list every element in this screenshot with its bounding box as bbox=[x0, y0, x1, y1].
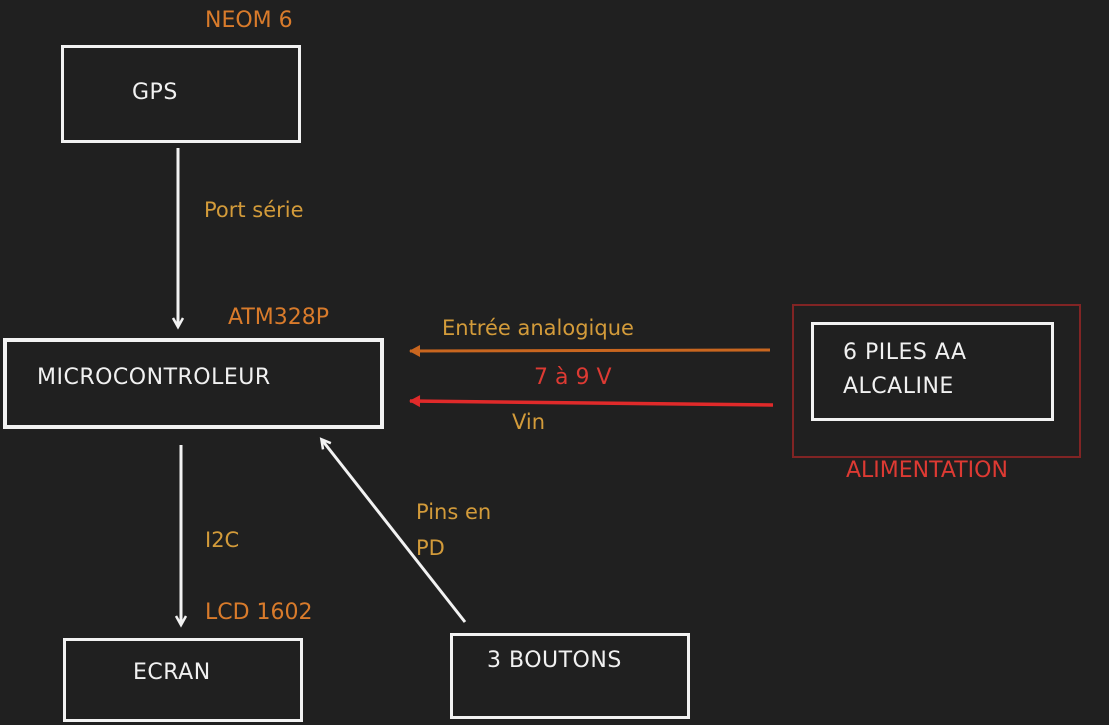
screen-box bbox=[63, 638, 303, 722]
buttons-label: 3 BOUTONS bbox=[487, 648, 622, 673]
buttons-link-label-line2: PD bbox=[416, 536, 445, 560]
buttons-box bbox=[450, 633, 690, 719]
vin-label: Vin bbox=[512, 410, 546, 434]
battery-label-line2: ALCALINE bbox=[843, 374, 954, 399]
arrow-buttons-to-mcu bbox=[319, 437, 467, 623]
screen-label: ECRAN bbox=[133, 660, 211, 685]
gps-label: GPS bbox=[132, 80, 178, 105]
battery-box bbox=[811, 322, 1054, 421]
mcu-chip-label: ATM328P bbox=[228, 305, 330, 330]
power-group-label: ALIMENTATION bbox=[846, 458, 1008, 483]
gps-module-label: NEOM 6 bbox=[205, 8, 293, 33]
serial-port-label: Port série bbox=[204, 198, 304, 222]
i2c-label: I2C bbox=[205, 528, 240, 552]
screen-module-label: LCD 1602 bbox=[205, 600, 313, 625]
power-group-frame bbox=[792, 304, 1081, 458]
microcontroller-box bbox=[3, 338, 384, 429]
battery-label-line1: 6 PILES AA bbox=[843, 340, 967, 365]
microcontroller-label: MICROCONTROLEUR bbox=[37, 365, 271, 390]
gps-box bbox=[61, 45, 301, 143]
buttons-link-label-line1: Pins en bbox=[416, 500, 492, 524]
arrow-analog-input bbox=[409, 344, 771, 357]
analog-input-label: Entrée analogique bbox=[442, 316, 634, 340]
arrow-vin bbox=[409, 395, 774, 408]
voltage-label: 7 à 9 V bbox=[534, 365, 612, 390]
